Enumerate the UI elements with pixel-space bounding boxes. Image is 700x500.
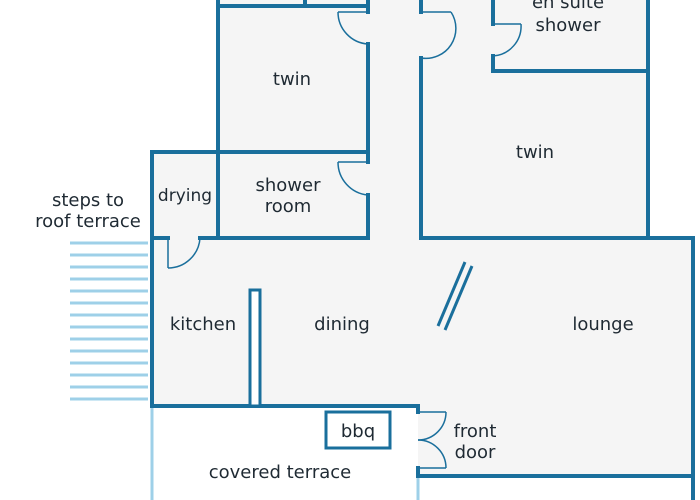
living-floor [152, 238, 693, 406]
door-shower-room [337, 161, 369, 196]
lounge-label: lounge [572, 314, 633, 335]
door-en-suite [492, 23, 522, 57]
shower-room-floor [218, 152, 368, 238]
door-front-lower [417, 439, 447, 469]
steps [70, 241, 148, 401]
front-door-label-2: door [455, 442, 496, 463]
steps-label-1: steps to [52, 190, 124, 211]
glass-partition [436, 261, 474, 331]
drying-floor [152, 152, 218, 238]
en-suite-label-1: en suite [532, 0, 604, 13]
door-twin-right [420, 11, 457, 60]
walls [150, 0, 695, 500]
twin-top-floor [218, 8, 368, 152]
shower-room-label-1: shower [256, 175, 322, 196]
drying-label: drying [158, 186, 212, 206]
shower-room-label-2: room [265, 196, 312, 217]
twin-top-label: twin [273, 69, 311, 90]
front-door-label-1: front [454, 421, 497, 442]
kitchen-label: kitchen [170, 314, 236, 335]
floor-areas [152, 0, 693, 476]
dining-label: dining [314, 314, 370, 335]
steps-label-2: roof terrace [35, 211, 141, 232]
twin-right-floor [421, 0, 648, 238]
bbq-label: bbq [341, 421, 375, 442]
bbq-box [324, 410, 392, 450]
covered-terrace-label: covered terrace [209, 462, 351, 483]
lounge-lower-floor [418, 406, 693, 476]
door-drying [167, 237, 201, 269]
en-suite-label-2: shower [536, 15, 602, 36]
room-labels: en suite shower twin twin drying shower … [35, 0, 634, 483]
kitchen-divider [248, 288, 262, 408]
twin-right-label: twin [516, 142, 554, 163]
door-twin-top [337, 11, 369, 45]
corridor-floor [365, 0, 421, 240]
doors [167, 11, 522, 469]
